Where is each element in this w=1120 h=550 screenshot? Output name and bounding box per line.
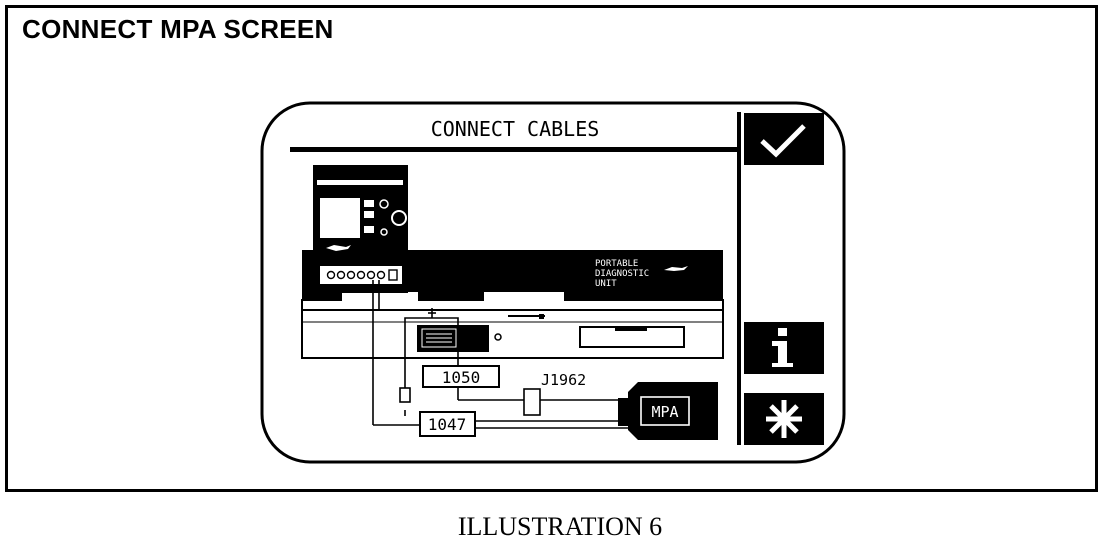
fuse-holder: [399, 387, 411, 403]
svg-text:UNIT: UNIT: [595, 279, 617, 289]
outer-frame: [5, 5, 1098, 492]
cancel-button[interactable]: [744, 393, 824, 445]
svg-text:DIAGNOSTIC: DIAGNOSTIC: [595, 269, 649, 279]
cable-1047-label: 1047: [428, 415, 467, 434]
confirm-button[interactable]: [744, 113, 824, 165]
j1962-connector: [523, 388, 541, 416]
mpa-label: MPA: [651, 403, 678, 421]
jaguar-leaper-icon: [664, 266, 688, 271]
pdu-logo: PORTABLE DIAGNOSTIC UNIT: [595, 259, 688, 289]
svg-text:PORTABLE: PORTABLE: [595, 259, 638, 269]
cable-1050-label-box: [422, 365, 500, 388]
mpa-unit: MPA: [618, 382, 718, 440]
frame-title: CONNECT MPA SCREEN: [22, 14, 334, 44]
header-underline: [290, 147, 737, 152]
asterisk-icon: [766, 400, 802, 438]
cable-j1962-label: J1962: [541, 371, 586, 389]
pdu-handset: [313, 165, 408, 293]
small-logo-plate: [417, 325, 502, 352]
info-icon: [772, 328, 793, 367]
illustration-caption: ILLUSTRATION 6: [457, 512, 663, 541]
screen-divider: [737, 112, 741, 445]
cables: [372, 280, 628, 429]
cable-1047-label-box: [419, 411, 476, 437]
jaguar-leaper-icon: [326, 245, 351, 251]
screen-header: CONNECT CABLES: [431, 117, 600, 141]
check-icon: [760, 124, 806, 158]
cable-1050-label: 1050: [442, 368, 481, 387]
info-button[interactable]: [744, 322, 824, 374]
